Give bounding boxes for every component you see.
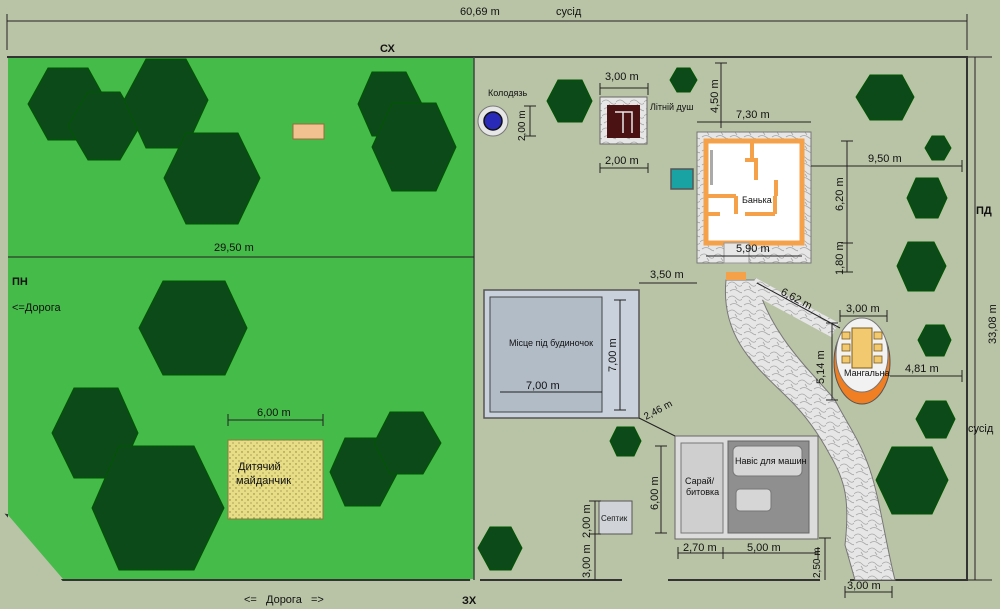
- tree: [924, 135, 952, 161]
- shower-width-top: 3,00 m: [605, 71, 639, 83]
- shower-gap-label: 4,50 m: [709, 79, 721, 113]
- shed-label-1: Сарай/: [685, 476, 715, 486]
- neighbor-right-label: сусід: [968, 423, 994, 435]
- lawn-object: [292, 123, 325, 140]
- shed[interactable]: [680, 442, 724, 534]
- east-label: ПД: [976, 205, 992, 217]
- shower-label: Літній душ: [650, 102, 694, 112]
- road-bottom-left-arrow: <=: [244, 594, 257, 606]
- shed-width-label: 2,70 m: [683, 542, 717, 554]
- road-bottom-right-arrow: =>: [311, 594, 324, 606]
- total-height-label: 33,08 m: [987, 304, 999, 344]
- septic[interactable]: [598, 500, 633, 535]
- gate-width-label: 3,00 m: [847, 580, 881, 592]
- house-height-label: 7,00 m: [607, 338, 619, 372]
- grill-width-label: 3,00 m: [846, 303, 880, 315]
- septic-size-label: 2,00 m: [581, 504, 593, 538]
- shower-width-bottom: 2,00 m: [605, 155, 639, 167]
- well-size-label: 2,00 m: [517, 110, 528, 141]
- tree: [855, 74, 915, 121]
- banya-width-label: 7,30 m: [736, 109, 770, 121]
- playground[interactable]: [227, 439, 324, 520]
- gravel-path[interactable]: [724, 279, 896, 581]
- garage-height-label: 6,00 m: [649, 476, 661, 510]
- septic-label: Септик: [601, 514, 628, 523]
- gate-height-label: 2,50 m: [812, 547, 823, 578]
- tree: [546, 79, 593, 123]
- playground-label-1: Дитячий: [238, 461, 281, 473]
- banya-porch-label: 1,80 m: [834, 241, 846, 275]
- tree: [896, 241, 947, 292]
- grill-height-label: 5,14 m: [815, 350, 827, 384]
- neighbor-top-label: сусід: [556, 6, 582, 18]
- playground-width-label: 6,00 m: [257, 407, 291, 419]
- house-label: Місце під будиночок: [509, 338, 593, 348]
- tree: [138, 280, 248, 376]
- dimension-lines: [6, 14, 992, 598]
- tree: [91, 445, 225, 571]
- grill-right-gap: 4,81 m: [905, 363, 939, 375]
- tree: [906, 177, 948, 219]
- banya-label: Банька: [742, 195, 772, 205]
- tree: [67, 91, 141, 161]
- tree: [609, 426, 642, 457]
- road-left-label: <=Дорога: [12, 302, 62, 314]
- grill-label: Мангальна: [844, 368, 890, 378]
- tree: [917, 324, 952, 357]
- banya-right-gap: 9,50 m: [868, 153, 902, 165]
- tree: [669, 67, 698, 93]
- tree: [477, 526, 523, 571]
- west-label: ПН: [12, 276, 28, 288]
- shed-label-2: битовка: [686, 487, 719, 497]
- lawn-width-label: 29,50 m: [214, 242, 254, 254]
- banya-inner-width: 5,90 m: [736, 243, 770, 255]
- carport-width-label: 5,00 m: [747, 542, 781, 554]
- south-label: ЗХ: [462, 595, 477, 607]
- tree: [373, 411, 442, 475]
- well-label: Колодязь: [488, 88, 527, 98]
- tree: [163, 132, 261, 225]
- banya-height-label: 6,20 m: [834, 177, 846, 211]
- tree: [875, 446, 949, 515]
- trees: [27, 58, 956, 571]
- house-gap-label: 3,50 m: [650, 269, 684, 281]
- carport-label: Навіс для машин: [735, 456, 807, 466]
- tree: [371, 102, 457, 192]
- tree: [915, 400, 956, 439]
- north-label: СХ: [380, 43, 396, 55]
- total-width-label: 60,69 m: [460, 6, 500, 18]
- playground-label-2: майданчик: [236, 475, 291, 487]
- septic-bottom-label: 3,00 m: [581, 544, 593, 578]
- plunge-pool[interactable]: [670, 168, 694, 190]
- house-width-label: 7,00 m: [526, 380, 560, 392]
- road-bottom-label: Дорога: [266, 594, 303, 606]
